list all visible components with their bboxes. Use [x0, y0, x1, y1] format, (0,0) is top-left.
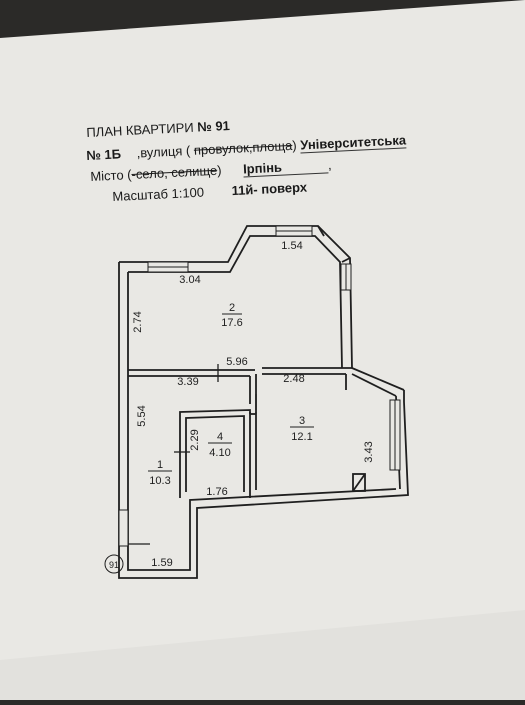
dim-room3-right: 3.43 — [363, 441, 375, 462]
dim-room4-left: 2.29 — [189, 429, 201, 450]
apartment-marker-circle — [104, 554, 124, 574]
street-label-post: ) — [291, 137, 298, 153]
paper-shadow — [0, 610, 525, 700]
city-comma: , — [327, 157, 332, 173]
building-number: № 1Б — [86, 146, 122, 163]
street-label-pre: ,вулиця ( — [136, 142, 195, 161]
dim-room1-left: 5.54 — [136, 405, 148, 426]
room-number: 2 — [229, 302, 235, 314]
room3-wall — [351, 373, 397, 397]
dimension-labels: 3.04 1.54 2.74 5.96 3.39 2.48 5.54 2.29 … — [132, 240, 375, 569]
dim-room1-top: 3.39 — [177, 376, 198, 388]
bay-line — [317, 225, 325, 237]
dim-room2-bottom: 5.96 — [226, 356, 247, 368]
apartment-number: № 91 — [196, 117, 231, 135]
city-label-struck: -село, селище — [131, 162, 218, 182]
room-area: 17.6 — [221, 317, 242, 329]
room-area: 4.10 — [209, 447, 230, 459]
ventilation-box-diagonal — [352, 473, 366, 492]
room-area: 12.1 — [291, 431, 312, 443]
door-entrance — [118, 509, 129, 547]
ventilation-box — [352, 473, 366, 492]
dim-hall-bottom: 1.59 — [151, 557, 172, 569]
room-labels: 2 17.6 1 10.3 4 4.10 3 12.1 — [148, 302, 314, 487]
apartment-marker: 91 — [104, 554, 124, 574]
dim-bay-top: 1.54 — [281, 240, 302, 252]
city-label: Місто ( — [90, 166, 132, 184]
room-number: 4 — [217, 431, 223, 443]
room-area: 10.3 — [149, 475, 170, 487]
apartment-marker-number: 91 — [109, 560, 119, 570]
room-number: 1 — [157, 459, 163, 471]
dim-room4-bottom: 1.76 — [206, 486, 227, 498]
city-label-post: ) — [216, 162, 222, 178]
bay-line — [341, 257, 351, 263]
room3-wall — [351, 367, 405, 391]
dim-room3-top: 2.48 — [283, 373, 304, 385]
windows — [118, 225, 401, 547]
dim-room2-top: 3.04 — [179, 274, 200, 286]
room4-wall — [185, 415, 245, 492]
dim-room2-left: 2.74 — [132, 311, 144, 332]
door-marks — [128, 364, 257, 545]
room-number: 3 — [299, 415, 305, 427]
outer-wall — [118, 262, 409, 579]
inner-wall-left — [127, 272, 397, 571]
room4-wall — [179, 409, 251, 498]
